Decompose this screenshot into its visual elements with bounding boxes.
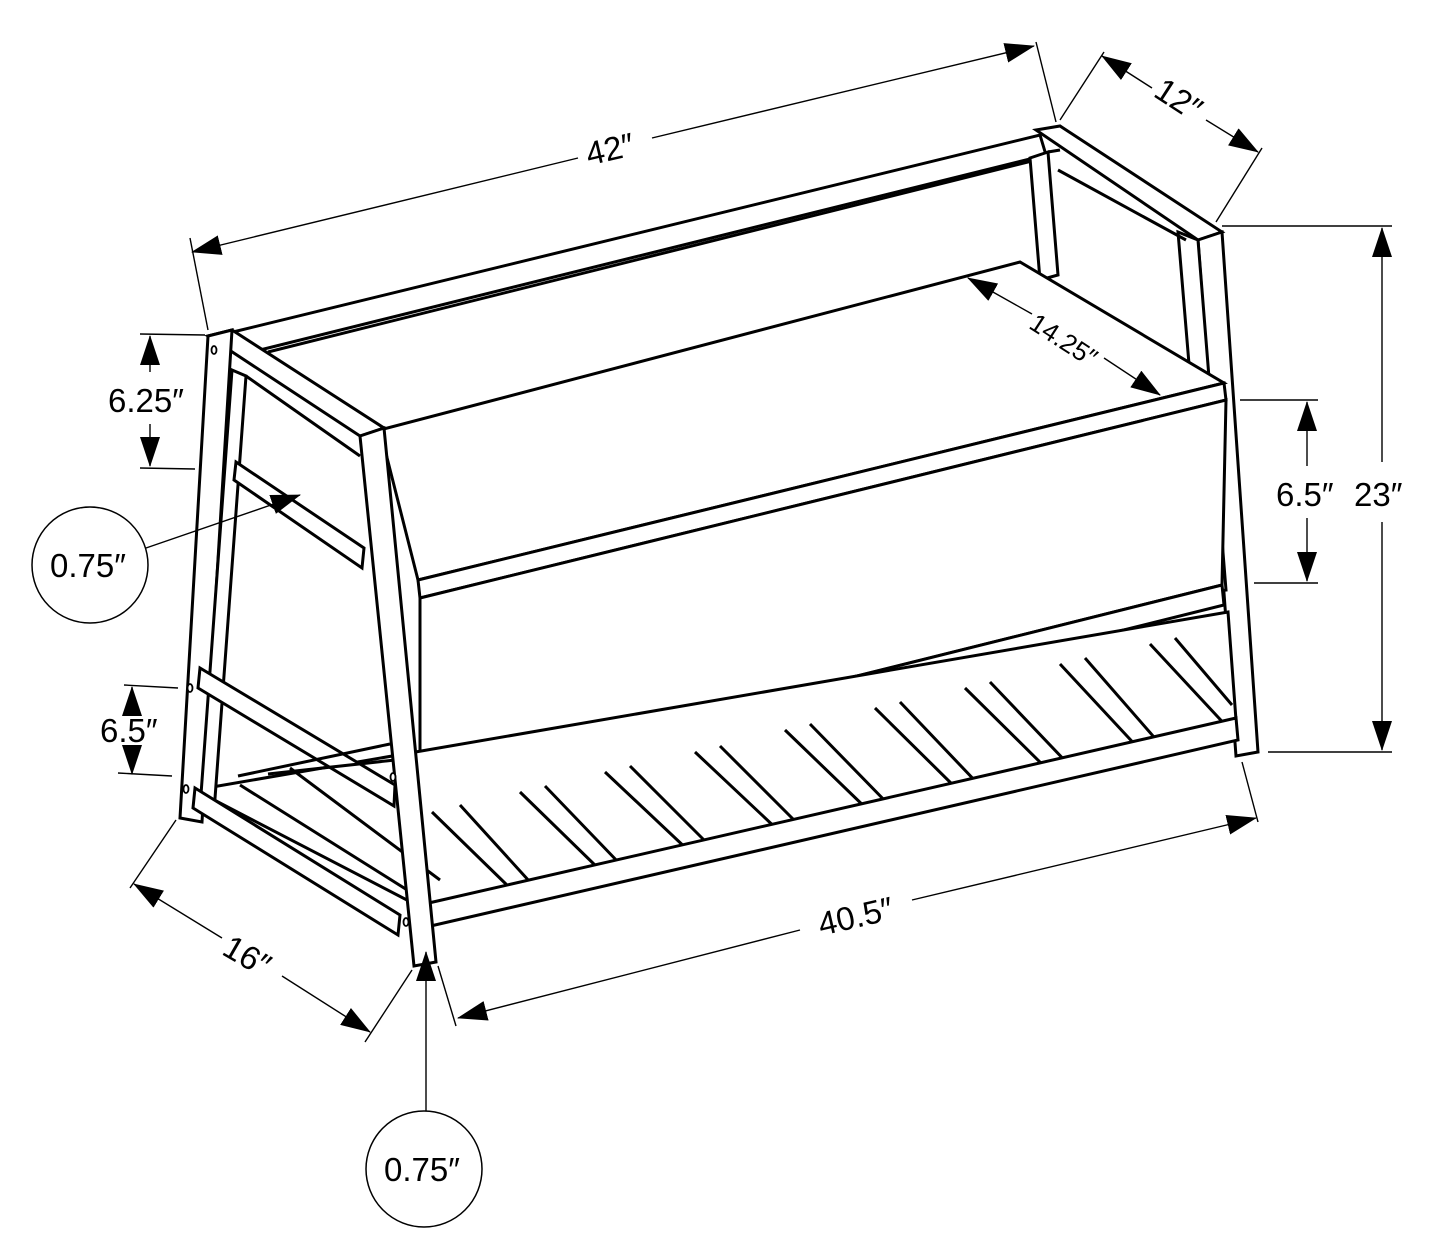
label-overall-length: 42″	[582, 125, 638, 172]
label-lower-shelf-gap: 6.5″	[100, 712, 158, 749]
label-base-depth: 16″	[217, 928, 278, 984]
shelf-slats	[239, 637, 1234, 900]
label-storage-box-height: 6.5″	[1276, 476, 1334, 513]
label-upper-frame-gap: 6.25″	[108, 382, 184, 419]
dimension-lines	[117, 41, 1392, 1112]
label-leg-thickness: 0.75″	[384, 1151, 460, 1188]
label-overall-depth: 12″	[1148, 70, 1209, 128]
bench-frame	[178, 124, 1260, 968]
label-overall-height: 23″	[1354, 476, 1403, 513]
callout-leg-thickness: 0.75″	[365, 1110, 483, 1228]
callout-frame-thickness: 0.75″	[31, 506, 149, 624]
label-shelf-length: 40.5″	[814, 889, 897, 942]
label-frame-thickness: 0.75″	[50, 547, 126, 584]
